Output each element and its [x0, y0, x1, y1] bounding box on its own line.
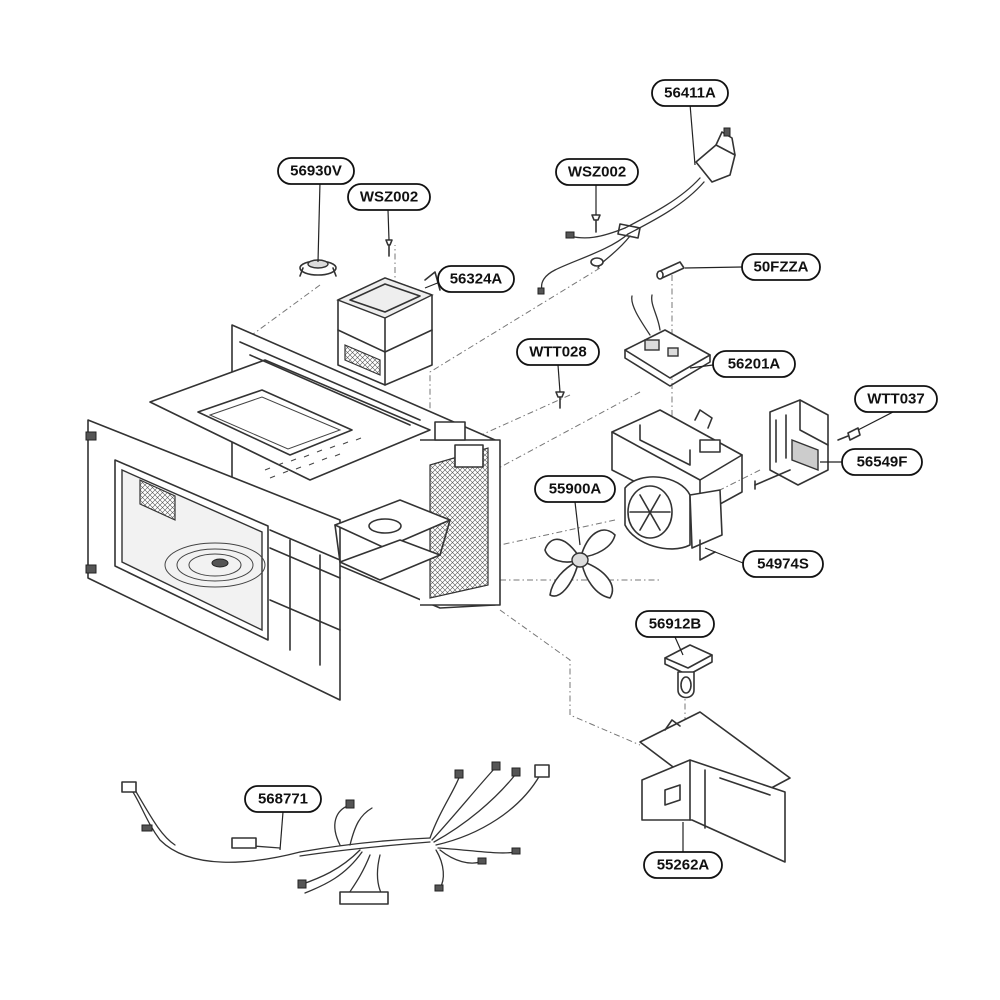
callout-56930v[interactable]: 56930V — [277, 157, 355, 185]
callout-568771[interactable]: 568771 — [244, 785, 322, 813]
part-wtt028-screw — [555, 391, 565, 409]
part-568771-wire-harness — [121, 761, 550, 905]
oven-cavity-assembly — [85, 324, 501, 701]
callout-56930v-label: 56930V — [290, 163, 342, 180]
callout-56912b[interactable]: 56912B — [635, 610, 715, 638]
callout-wtt028[interactable]: WTT028 — [516, 338, 600, 366]
part-56549f-hood-fan — [754, 399, 829, 490]
callout-55262a-label: 55262A — [657, 857, 710, 874]
callout-wtt037[interactable]: WTT037 — [854, 385, 938, 413]
part-55900a-fan-blade — [544, 529, 616, 599]
part-55262a-air-duct — [639, 711, 791, 863]
part-54974s-fan-bracket — [611, 409, 743, 561]
callout-50fzza-label: 50FZZA — [753, 259, 808, 276]
callout-wsz002-left[interactable]: WSZ002 — [347, 183, 431, 211]
callout-wsz002-left-label: WSZ002 — [360, 189, 418, 206]
callout-wsz002-right[interactable]: WSZ002 — [555, 158, 639, 186]
callout-568771-label: 568771 — [258, 791, 308, 808]
callout-56912b-label: 56912B — [649, 616, 702, 633]
part-wsz002-screw-left — [385, 239, 393, 257]
callout-wtt028-label: WTT028 — [529, 344, 587, 361]
part-wsz002-screw-right — [591, 214, 601, 233]
callout-wsz002-right-label: WSZ002 — [568, 164, 626, 181]
part-56930v-thermostat — [299, 259, 337, 277]
callout-56201a-label: 56201A — [728, 356, 781, 373]
part-56411a-power-cord — [537, 127, 736, 295]
callout-56549f[interactable]: 56549F — [841, 448, 923, 476]
callout-56411a[interactable]: 56411A — [651, 79, 729, 107]
callout-54974s[interactable]: 54974S — [742, 550, 824, 578]
part-56324a-transformer — [336, 271, 441, 386]
part-wtt037-screw — [837, 427, 861, 441]
callout-leader-lines — [279, 103, 894, 852]
callout-55900a[interactable]: 55900A — [534, 475, 616, 503]
callout-56324a-label: 56324A — [450, 271, 503, 288]
callout-55900a-label: 55900A — [549, 481, 602, 498]
part-56201a-control-board — [624, 294, 711, 387]
callout-54974s-label: 54974S — [757, 556, 809, 573]
part-56912b-lamp — [664, 644, 713, 699]
callout-50fzza[interactable]: 50FZZA — [741, 253, 821, 281]
callout-56324a[interactable]: 56324A — [437, 265, 515, 293]
callout-56201a[interactable]: 56201A — [712, 350, 796, 378]
part-50fzza-fuse — [656, 261, 685, 280]
callout-55262a[interactable]: 55262A — [643, 851, 723, 879]
callout-wtt037-label: WTT037 — [867, 391, 925, 408]
callout-56549f-label: 56549F — [857, 454, 908, 471]
callout-56411a-label: 56411A — [664, 85, 716, 102]
